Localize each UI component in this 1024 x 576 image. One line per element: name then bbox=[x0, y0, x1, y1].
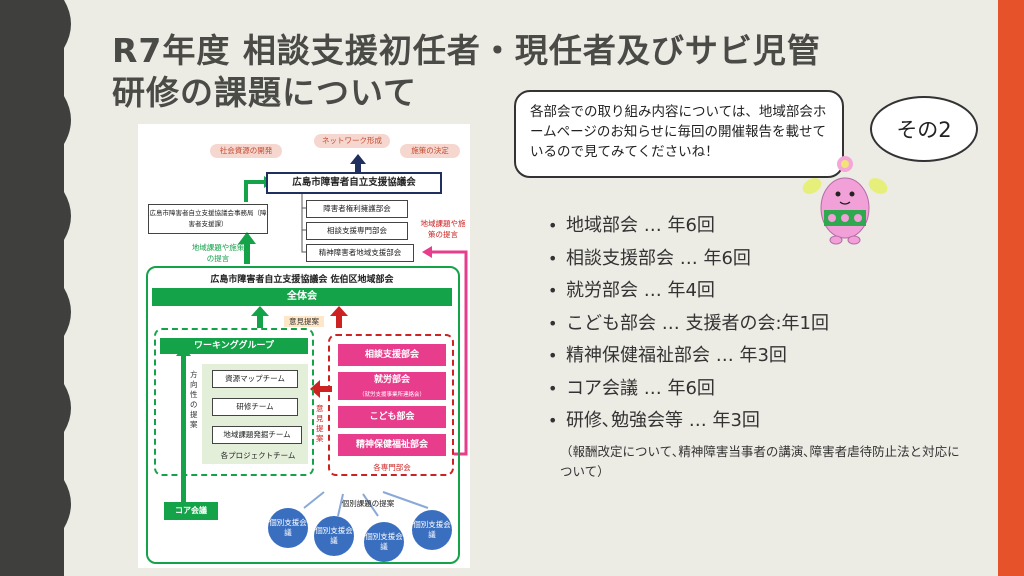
badge-bubble: その2 bbox=[870, 96, 978, 162]
wg-team-3: 地域課題発掘チーム bbox=[212, 426, 302, 444]
working-group-frame bbox=[154, 328, 314, 476]
dept-work-sub: （就労支援事業所連絡会） bbox=[358, 392, 425, 398]
circle-3: 個別支援会議 bbox=[364, 522, 404, 562]
pill-resource-dev: 社会資源の開発 bbox=[210, 144, 282, 158]
wg-team-1: 資源マップチーム bbox=[212, 370, 298, 388]
dept-frame bbox=[328, 334, 454, 476]
list-item: 精神保健福祉部会 … 年3回 bbox=[548, 340, 988, 373]
wave-edge-decoration bbox=[50, 0, 71, 576]
council-box: 広島市障害者自立支援協議会 bbox=[266, 172, 442, 194]
proposal-left: 地域課題や施策の提言 bbox=[191, 243, 245, 263]
title-line-1: R7年度 相談支援初任者・現任者及びサビ児管 bbox=[112, 31, 821, 70]
direction-label: 方向性の提案 bbox=[190, 370, 198, 429]
dept-work: 就労部会 （就労支援事業所連絡会） bbox=[338, 372, 446, 400]
plenary-bar: 全体会 bbox=[152, 288, 452, 306]
circle-1: 個別支援会議 bbox=[268, 508, 308, 548]
dept-caption: 各専門部会 bbox=[373, 463, 411, 472]
list-item: 相談支援部会 … 年6回 bbox=[548, 243, 988, 276]
list-item: 地域部会 … 年6回 bbox=[548, 210, 988, 243]
wg-caption: 各プロジェクトチーム bbox=[220, 451, 296, 460]
list-item: コア会議 … 年6回 bbox=[548, 373, 988, 406]
dept-consult: 相談支援部会 bbox=[338, 344, 446, 366]
secretariat-box: 広島市障害者自立支援協議会事務局（障害者支援課） bbox=[148, 204, 268, 234]
list-item: 研修､勉強会等 … 年3回 bbox=[548, 405, 988, 438]
right-accent-bar bbox=[998, 0, 1024, 576]
training-note: （報酬改定について､精神障害当事者の講演､障害者虐待防止法と対応について） bbox=[560, 444, 960, 479]
circle-2: 個別支援会議 bbox=[314, 516, 354, 556]
organization-diagram: 社会資源の開発 ネットワーク形成 施策の決定 広島市障害者自立支援協議会 障害者… bbox=[138, 124, 470, 568]
dept-children: こども部会 bbox=[338, 406, 446, 428]
list-item: 就労部会 … 年4回 bbox=[548, 275, 988, 308]
speech-bubble: 各部会での取り組み内容については、地域部会ホームページのお知らせに毎回の開催報告… bbox=[514, 90, 844, 178]
working-group-bar: ワーキンググループ bbox=[160, 338, 308, 354]
individual-prop: 個別課題の提案 bbox=[341, 499, 395, 508]
proposal-right: 地域課題や施策の提言 bbox=[420, 219, 466, 239]
opinion-label: 意見提案 bbox=[284, 316, 324, 327]
dept-work-label: 就労部会 bbox=[373, 375, 410, 385]
council-sub-2: 相談支援専門部会 bbox=[306, 222, 408, 240]
slide-title: R7年度 相談支援初任者・現任者及びサビ児管 研修の課題について bbox=[112, 30, 972, 114]
pill-network: ネットワーク形成 bbox=[314, 134, 390, 148]
list-item: こども部会 … 支援者の会:年1回 bbox=[548, 308, 988, 341]
activity-list: 地域部会 … 年6回 相談支援部会 … 年6回 就労部会 … 年4回 こども部会… bbox=[548, 210, 988, 438]
circle-4: 個別支援会議 bbox=[412, 510, 452, 550]
wg-team-2: 研修チーム bbox=[212, 398, 298, 416]
core-meeting: コア会議 bbox=[164, 502, 218, 520]
council-sub-3: 精神障害者地域支援部会 bbox=[306, 244, 414, 262]
title-line-2: 研修の課題について bbox=[112, 73, 418, 112]
local-council-title: 広島市障害者自立支援協議会 佐伯区地域部会 bbox=[210, 275, 394, 285]
opinion2-label: 意見提案 bbox=[316, 404, 324, 443]
pill-policy: 施策の決定 bbox=[400, 144, 460, 158]
local-council-frame bbox=[146, 266, 460, 564]
council-sub-1: 障害者権利擁護部会 bbox=[306, 200, 408, 218]
dept-mental: 精神保健福祉部会 bbox=[338, 434, 446, 456]
